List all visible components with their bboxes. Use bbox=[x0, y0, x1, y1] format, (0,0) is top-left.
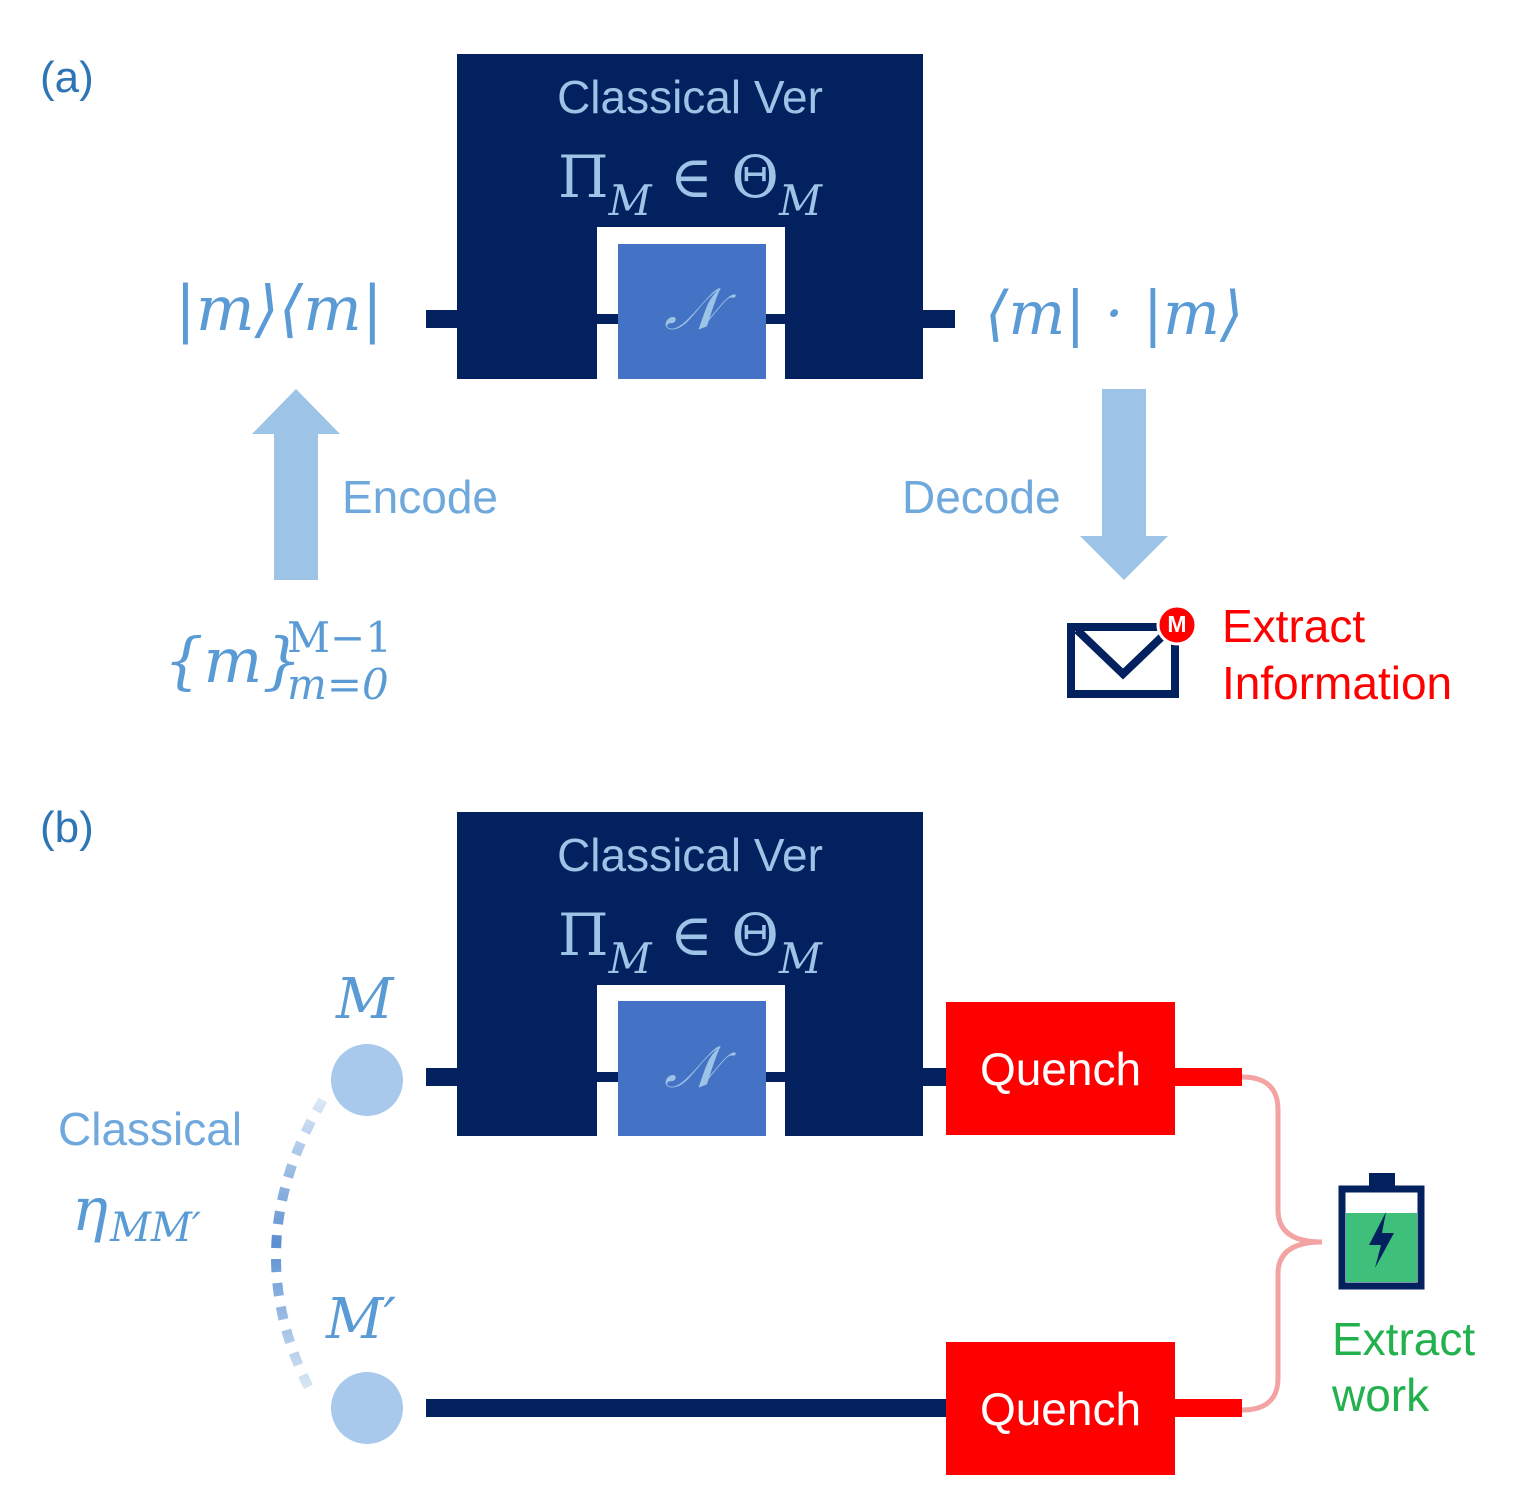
lightning-icon bbox=[1369, 1212, 1394, 1268]
quench-bottom-label: Quench bbox=[979, 1383, 1142, 1435]
panel-a-box-math: ΠM ∈ ΘM bbox=[457, 148, 923, 222]
battery-icon bbox=[1338, 1173, 1425, 1290]
envelope-icon bbox=[1067, 604, 1198, 698]
extract-information-line2: Information bbox=[1222, 657, 1453, 709]
quench-bottom-box bbox=[946, 1342, 1175, 1475]
panel-b-label: (b) bbox=[40, 803, 94, 852]
pi-symbol: Π bbox=[558, 143, 609, 211]
extract-information-line1: Extract bbox=[1222, 600, 1366, 652]
eta-symbol: η bbox=[72, 1175, 108, 1245]
pi-symbol: Π bbox=[558, 901, 609, 969]
theta-symbol: ∈ Θ bbox=[670, 901, 779, 969]
message-set: {m} bbox=[164, 630, 302, 692]
panel-b-box-math: ΠM ∈ ΘM bbox=[457, 906, 923, 980]
correlation-curve bbox=[271, 1097, 328, 1393]
node-m-label: M bbox=[336, 967, 394, 1032]
pi-subscript: M bbox=[608, 934, 652, 983]
extract-work-line2: work bbox=[1332, 1369, 1430, 1421]
theta-subscript: M bbox=[778, 934, 822, 983]
correlation-label: Classical bbox=[58, 1103, 243, 1155]
message-set-superscript: M−1 bbox=[287, 613, 392, 662]
node-m-prime-label: M′ bbox=[326, 1287, 397, 1352]
panel-a-graphics bbox=[252, 54, 1198, 698]
panel-a-label: (a) bbox=[40, 53, 94, 102]
theta-subscript: M bbox=[778, 176, 822, 225]
panel-b-graphics bbox=[271, 812, 1425, 1475]
panel-b-channel-box bbox=[618, 1001, 766, 1136]
quench-top-box bbox=[946, 1002, 1175, 1135]
panel-a-channel-symbol: 𝒩 bbox=[664, 275, 720, 343]
panel-b-channel-symbol: 𝒩 bbox=[664, 1033, 720, 1101]
pi-subscript: M bbox=[608, 176, 652, 225]
panel-a-box-title: Classical Ver bbox=[557, 71, 823, 123]
message-set-base: {m} bbox=[164, 624, 302, 697]
input-state: |m⟩⟨m| bbox=[175, 272, 383, 345]
theta-symbol: ∈ Θ bbox=[670, 143, 779, 211]
panel-b-box-title: Classical Ver bbox=[557, 829, 823, 881]
mail-badge: M bbox=[1167, 611, 1187, 637]
down-arrow-icon bbox=[1080, 389, 1168, 580]
brace bbox=[1241, 1074, 1323, 1413]
panel-a-channel-box bbox=[618, 244, 766, 379]
node-m-prime bbox=[331, 1372, 403, 1444]
message-set-subscript: m=0 bbox=[287, 660, 389, 709]
output-measurement: ⟨m| · |m⟩ bbox=[985, 279, 1244, 349]
decode-label: Decode bbox=[902, 471, 1061, 523]
up-arrow-icon bbox=[252, 389, 340, 580]
node-m bbox=[331, 1044, 403, 1116]
extract-work-line1: Extract bbox=[1332, 1313, 1476, 1365]
quench-top-label: Quench bbox=[979, 1043, 1142, 1095]
eta-subscript: MM′ bbox=[110, 1205, 201, 1251]
encode-label: Encode bbox=[342, 471, 499, 523]
